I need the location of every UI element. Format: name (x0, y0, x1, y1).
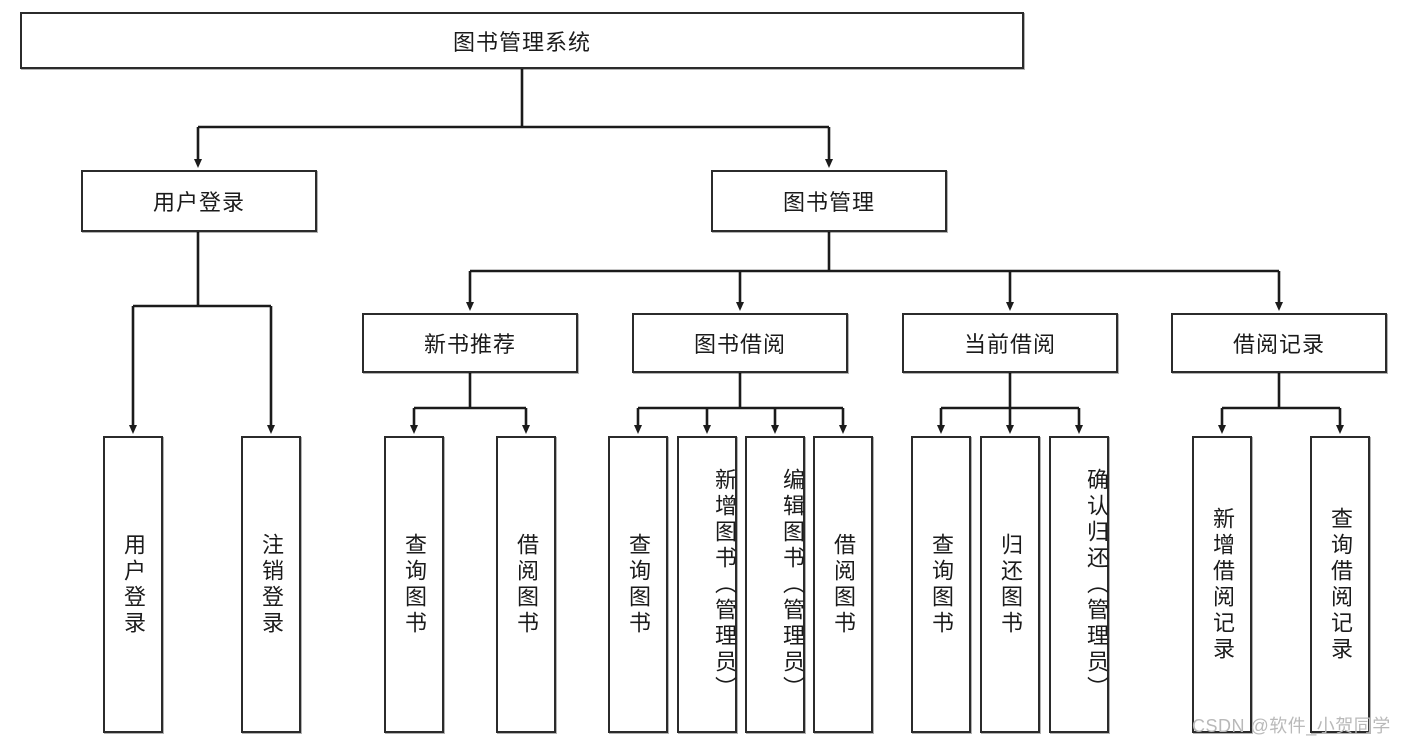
leaf-current-query-book-label: 查询图书 (929, 532, 954, 637)
node-book-borrow[interactable]: 图书借阅 (632, 313, 848, 373)
leaf-borrow-borrow-book-label: 借阅图书 (831, 532, 856, 637)
leaf-current-return-book[interactable]: 归还图书 (980, 436, 1040, 733)
leaf-borrow-edit-book-admin[interactable]: 编辑图书（管理员） (745, 436, 805, 733)
leaf-recommend-borrow-book-label: 借阅图书 (514, 532, 539, 637)
node-borrow-record-label: 借阅记录 (1232, 332, 1325, 357)
node-book-borrow-label: 图书借阅 (693, 332, 786, 357)
leaf-recommend-query-book-label: 查询图书 (402, 532, 427, 637)
leaf-record-query-record[interactable]: 查询借阅记录 (1310, 436, 1370, 733)
leaf-borrow-query-book-label: 查询图书 (626, 532, 651, 637)
leaf-logout[interactable]: 注销登录 (241, 436, 301, 733)
leaf-current-query-book[interactable]: 查询图书 (911, 436, 971, 733)
node-new-book-recommend-label: 新书推荐 (423, 332, 516, 357)
leaf-current-confirm-return-admin-label: 确认归还（管理员） (1084, 467, 1109, 702)
node-user-login-label: 用户登录 (152, 190, 245, 215)
node-book-management-label: 图书管理 (782, 190, 875, 215)
node-root-label: 图书管理系统 (452, 29, 591, 55)
leaf-borrow-add-book-admin[interactable]: 新增图书（管理员） (677, 436, 737, 733)
leaf-borrow-query-book[interactable]: 查询图书 (608, 436, 668, 733)
leaf-record-query-record-label: 查询借阅记录 (1328, 506, 1353, 663)
leaf-borrow-edit-book-admin-label: 编辑图书（管理员） (780, 467, 805, 702)
leaf-current-return-book-label: 归还图书 (998, 532, 1023, 637)
node-book-management[interactable]: 图书管理 (711, 170, 947, 232)
node-current-borrow[interactable]: 当前借阅 (902, 313, 1118, 373)
leaf-record-add-record-label: 新增借阅记录 (1210, 506, 1235, 663)
leaf-borrow-add-book-admin-label: 新增图书（管理员） (712, 467, 737, 702)
leaf-user-login[interactable]: 用户登录 (103, 436, 163, 733)
node-new-book-recommend[interactable]: 新书推荐 (362, 313, 578, 373)
leaf-user-login-label: 用户登录 (121, 532, 146, 637)
node-user-login[interactable]: 用户登录 (81, 170, 317, 232)
leaf-recommend-query-book[interactable]: 查询图书 (384, 436, 444, 733)
node-borrow-record[interactable]: 借阅记录 (1171, 313, 1387, 373)
leaf-logout-label: 注销登录 (259, 532, 284, 637)
leaf-borrow-borrow-book[interactable]: 借阅图书 (813, 436, 873, 733)
leaf-record-add-record[interactable]: 新增借阅记录 (1192, 436, 1252, 733)
node-root[interactable]: 图书管理系统 (20, 12, 1024, 69)
leaf-current-confirm-return-admin[interactable]: 确认归还（管理员） (1049, 436, 1109, 733)
leaf-recommend-borrow-book[interactable]: 借阅图书 (496, 436, 556, 733)
node-current-borrow-label: 当前借阅 (963, 332, 1056, 357)
